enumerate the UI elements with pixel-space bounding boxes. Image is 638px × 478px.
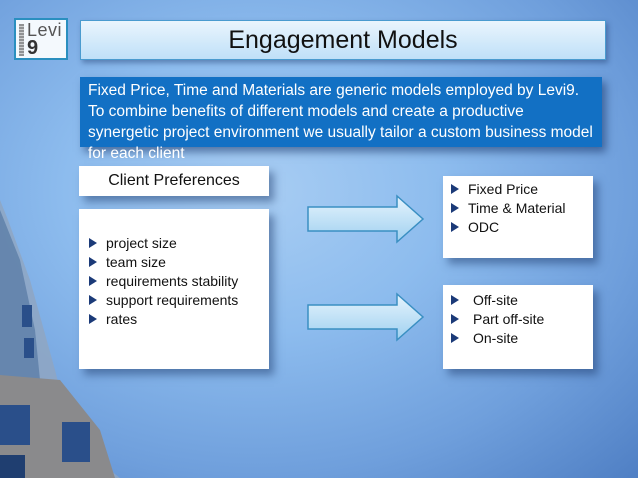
list-item: Time & Material xyxy=(451,198,566,217)
logo-brand-number: 9 xyxy=(27,37,39,59)
location-models-box: Off-site Part off-site On-site xyxy=(443,285,593,369)
bullet-triangle-icon xyxy=(89,313,97,324)
list-item: ODC xyxy=(451,217,566,236)
bullet-triangle-icon xyxy=(451,221,459,232)
intro-text-box: Fixed Price, Time and Materials are gene… xyxy=(80,77,602,162)
list-item: On-site xyxy=(451,328,544,347)
list-item: Fixed Price xyxy=(451,179,566,198)
list-item: rates xyxy=(89,309,238,328)
arrow-right-icon xyxy=(307,292,425,342)
pricing-models-box: Fixed Price Time & Material ODC xyxy=(443,176,593,258)
list-item: Off-site xyxy=(451,290,544,309)
logo-vertical-text-decoration xyxy=(19,24,24,56)
list-item: Part off-site xyxy=(451,309,544,328)
bullet-triangle-icon xyxy=(89,256,97,267)
bullet-triangle-icon xyxy=(451,313,459,324)
client-preferences-header: Client Preferences xyxy=(79,166,269,196)
arrow-right-icon xyxy=(307,194,425,244)
page-title: Engagement Models xyxy=(228,25,458,54)
bullet-triangle-icon xyxy=(451,183,459,194)
list-item: requirements stability xyxy=(89,271,238,290)
bullet-triangle-icon xyxy=(451,294,459,305)
bullet-triangle-icon xyxy=(89,294,97,305)
list-item: team size xyxy=(89,252,238,271)
client-preferences-heading: Client Preferences xyxy=(108,172,240,189)
title-banner: Engagement Models xyxy=(80,20,606,60)
bullet-triangle-icon xyxy=(89,275,97,286)
client-preferences-list-box: project size team size requirements stab… xyxy=(79,209,269,369)
list-item: support requirements xyxy=(89,290,238,309)
logo-brand-text: Levi xyxy=(27,20,63,40)
bullet-triangle-icon xyxy=(451,332,459,343)
levi9-logo: Levi 9 xyxy=(14,18,68,60)
list-item: project size xyxy=(89,233,238,252)
building-photo xyxy=(0,200,120,478)
bullet-triangle-icon xyxy=(451,202,459,213)
bullet-triangle-icon xyxy=(89,237,97,248)
